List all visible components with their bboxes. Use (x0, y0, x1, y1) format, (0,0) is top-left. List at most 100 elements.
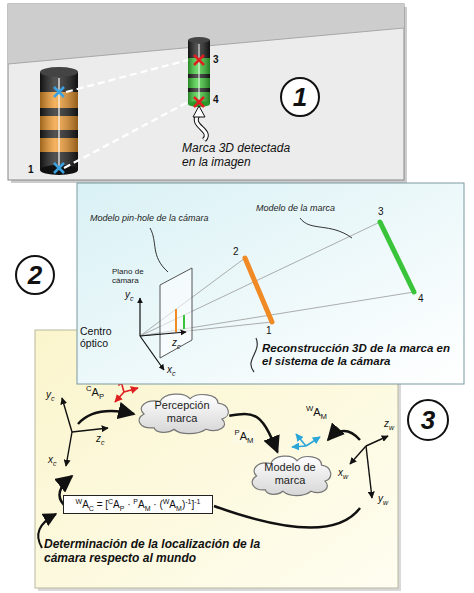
orange-pole (54, 87, 64, 97)
edge-label: PAM (233, 430, 256, 443)
callout-number: 3 (407, 399, 449, 441)
axis-label: zw (384, 418, 394, 430)
pointer-arrow (196, 114, 206, 140)
node-text: 2 (28, 262, 42, 288)
pointer-arrow (193, 106, 206, 140)
cloud-outline (139, 394, 228, 434)
annotation: Modelo pin-hole de la cámara (90, 213, 209, 223)
orange-pole (54, 163, 64, 173)
annotation: Determinación de la localización de la c… (44, 538, 280, 566)
transform-arrow (214, 506, 360, 528)
orange-pole (40, 72, 78, 170)
camera-frame (66, 432, 72, 466)
camera-frame (62, 398, 108, 466)
callout-number: 2 (15, 255, 55, 295)
node-text: 3 (421, 407, 435, 433)
perception-cloud: Percepción marca (132, 390, 232, 434)
leader-line (300, 218, 352, 238)
camera-axes (140, 298, 186, 370)
axis-label: xc (48, 454, 57, 466)
panel-two (77, 183, 464, 384)
point-number: 2 (233, 246, 239, 258)
marker-frame (306, 437, 320, 446)
axis-label: xc (167, 364, 176, 376)
leader-line (150, 228, 168, 272)
axis-label: zc (172, 337, 181, 349)
camera-plane (175, 309, 177, 332)
green-pole (188, 37, 210, 43)
pointer-arrow (196, 114, 206, 140)
marker-frame (292, 446, 306, 447)
marker-bar (245, 258, 272, 322)
point-number: 3 (378, 206, 384, 218)
marker-frame (115, 378, 320, 447)
axis-label: yc (125, 289, 134, 301)
axis-label: yw (378, 493, 388, 505)
orange-pole (40, 67, 78, 77)
world-frame (366, 446, 372, 498)
camera-plane (183, 315, 185, 329)
transform-label: CAP (86, 386, 104, 399)
node-text: Percepción marca (149, 399, 215, 424)
projection-line (66, 60, 188, 92)
point-number: 1 (266, 325, 272, 337)
green-pole (188, 40, 210, 104)
axis-label: xw (338, 467, 348, 479)
projection-line (64, 102, 188, 168)
connector-arrow (229, 414, 277, 452)
camera-axes (140, 332, 186, 336)
green-pole (199, 44, 200, 102)
point-number: 4 (213, 94, 219, 106)
panel-one (8, 4, 407, 183)
annotation: Centro óptico (80, 325, 134, 349)
marker-bar (245, 222, 414, 322)
camera-plane (160, 268, 192, 358)
point-number: 1 (28, 164, 34, 176)
panel-two (77, 183, 464, 384)
model-cloud: Modelo de marca (246, 452, 334, 496)
marker-frame (124, 388, 138, 392)
axis-label: zc (96, 433, 105, 445)
annotation: Reconstrucción 3D de la marca en el sist… (262, 342, 460, 368)
camera-frame (72, 428, 108, 432)
green-pole (194, 55, 204, 65)
point-number: 4 (418, 293, 424, 305)
node-text-block: WAC = [CAP · PAM · (WAM)-1]-1 (76, 498, 201, 511)
world-frame (350, 436, 388, 498)
marker-frame (296, 434, 306, 446)
green-pole (188, 40, 210, 104)
node-text-block: Percepción marca (149, 399, 215, 424)
axis-label: yc (46, 389, 55, 401)
point-number: 3 (213, 54, 219, 66)
node-text-block: 2 (28, 262, 42, 288)
camera-axes (140, 336, 164, 370)
pointer-arrow (193, 106, 205, 117)
annotation: Plano de cámara (112, 267, 156, 285)
camera-plane (160, 268, 192, 358)
transform-arrow (78, 411, 134, 424)
transform-arrow (328, 431, 360, 440)
camera-frame (62, 398, 72, 432)
node-text-block: Modelo de marca (261, 461, 319, 486)
node-text: Modelo de marca (261, 461, 319, 486)
marker-frame (115, 392, 124, 402)
node-text: WAC = [CAP · PAM · (WAM)-1]-1 (76, 498, 201, 511)
node-text: 1 (293, 84, 307, 110)
green-pole (188, 37, 210, 107)
callout-number: 1 (280, 77, 320, 117)
annotation: Modelo de la marca (256, 203, 335, 213)
transform-label: WAM (306, 406, 327, 419)
orange-pole (40, 72, 78, 170)
camera-axes (139, 298, 140, 336)
annotation: Marca 3D detectada en la imagen (182, 142, 300, 170)
node-text-block: 1 (293, 84, 307, 110)
projection-line (64, 60, 188, 168)
cloud-outline (252, 456, 331, 496)
world-frame (366, 436, 388, 446)
node-text-block: 3 (421, 407, 435, 433)
leader-line (251, 338, 257, 372)
panel-one (8, 4, 404, 180)
formula-box: WAC = [CAP · PAM · (WAM)-1]-1 (63, 495, 213, 514)
